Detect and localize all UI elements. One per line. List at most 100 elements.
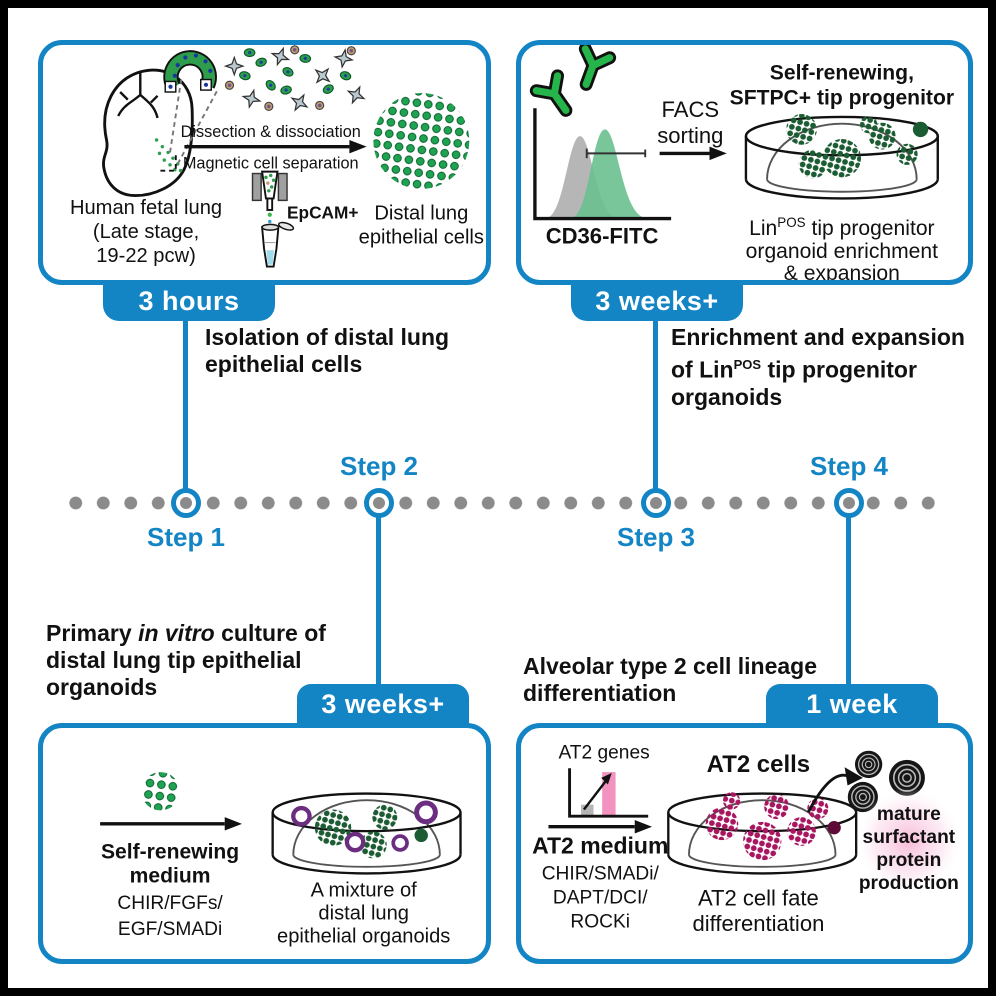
step-label-3: Step 3 [616,522,696,552]
at2-genes-chart [568,768,649,818]
at2-genes-label: AT2 genes [558,743,649,764]
organoid-icon [786,114,929,179]
svg-text:DAPT/DCI/: DAPT/DCI/ [553,887,648,908]
progenitor-title: Self-renewing, SFTPC+ tip progenitor [730,62,954,110]
pink-glow [855,787,963,895]
organoid-icon [314,804,428,859]
svg-text:SFTPC+ tip progenitor: SFTPC+ tip progenitor [730,86,954,109]
enrichment-caption: LinPOS tip progenitor organoid enrichmen… [746,215,938,280]
curved-arrow-icon [806,767,863,814]
at2-cells-label: AT2 cells [707,751,810,778]
dissociated-cells-icon [224,45,369,115]
heading-step2: Primary in vitro culture of distal lung … [46,620,326,700]
timeline-dot [843,497,855,509]
epithelial-tip-icon [163,50,217,93]
lung-tip-speckles [154,138,183,173]
result-caption: Distal lung epithelial cells [359,203,484,249]
at2-medium-label: AT2 medium CHIR/SMADi/ DAPT/DCI/ ROCKi [532,833,668,933]
svg-text:mature: mature [877,804,941,825]
svg-text:Human fetal lung: Human fetal lung [70,197,222,219]
svg-text:Self-renewing: Self-renewing [101,840,239,863]
connector-step1 [183,318,188,490]
svg-text:AT2 medium: AT2 medium [532,833,668,859]
heading-step1: Isolation of distal lung epithelial cell… [205,324,450,377]
timeline-dot [650,497,662,509]
facs-axis-label: CD36-FITC [546,224,659,249]
process-arrow-icon [548,820,653,834]
macs-column-icon [251,170,288,224]
heading-step3: Enrichment and expansion of LinPOS tip p… [671,324,965,410]
svg-text:ROCKi: ROCKi [570,911,630,932]
timeline-marker-step1 [171,488,201,518]
svg-text:EGF/SMADi: EGF/SMADi [118,919,222,940]
panel-enrichment: CD36-FITC FACS sorting Self-renewing, SF… [516,40,973,285]
panel-primary-culture: Self-renewing medium CHIR/FGFs/ EGF/SMAD… [38,723,491,964]
svg-text:CHIR/SMADi/: CHIR/SMADi/ [542,863,660,884]
cell-cluster-icon [141,772,180,811]
dish-icon [667,792,858,875]
process-arrow-icon [184,139,367,154]
dish-icon [271,792,462,875]
antibody-icon [574,49,610,89]
svg-text:(Late stage,: (Late stage, [93,221,199,243]
collection-tube-icon [261,221,295,268]
svg-text:production: production [859,873,959,894]
connector-step2 [376,514,381,686]
svg-text:medium: medium [130,864,211,887]
timeline-marker-step2 [364,488,394,518]
svg-text:differentiation: differentiation [692,911,824,936]
surfactant-label: mature surfactant protein production [859,804,959,894]
sorting-arrow-icon [659,146,727,161]
step-label-2: Step 2 [339,451,419,481]
connector-step4 [846,514,851,686]
svg-text:CHIR/FGFs/: CHIR/FGFs/ [117,893,223,914]
svg-text:LinPOS tip progenitor: LinPOS tip progenitor [749,215,934,240]
svg-text:19-22 pcw): 19-22 pcw) [96,245,196,267]
svg-text:protein: protein [876,850,941,871]
timeline-dot [180,497,192,509]
organoid-icon [705,792,841,861]
process-arrow-icon [100,817,242,831]
panel-isolation: Dissection & dissociation Magnetic cell … [38,40,491,285]
timeline-marker-step3 [641,488,671,518]
facs-sorting-label: FACS sorting [657,97,723,148]
heading-step4: Alveolar type 2 cell lineage differentia… [523,653,818,706]
step-label-1: Step 1 [146,522,226,552]
mixture-caption: A mixture of distal lung epithelial orga… [277,880,450,948]
magnify-dashes [169,77,219,165]
duration-badge-step1: 3 hours [103,281,275,321]
dish-icon [744,114,939,200]
timeline-dot [373,497,385,509]
duration-badge-step4: 1 week [766,684,938,725]
timeline-marker-step4 [834,488,864,518]
cell-cluster-icon [373,92,470,189]
svg-text:organoid enrichment: organoid enrichment [746,240,938,263]
medium-label: Self-renewing medium CHIR/FGFs/ EGF/SMAD… [101,840,239,940]
svg-text:& expansion: & expansion [784,262,900,280]
svg-text:A mixture of: A mixture of [311,880,418,902]
svg-text:epithelial organoids: epithelial organoids [277,926,450,948]
connector-step3 [653,318,658,490]
svg-text:AT2 cell fate: AT2 cell fate [698,885,819,910]
epcam-label: EpCAM+ [287,203,358,223]
timeline-dotted-line [62,496,944,510]
svg-text:sorting: sorting [657,123,723,148]
step-label-4: Step 4 [809,451,889,481]
svg-text:distal lung: distal lung [318,903,409,925]
dissection-label: Dissection & dissociation [181,123,361,141]
panel-at2-differentiation: AT2 genes AT2 medium CHIR/SMADi/ DAPT/DC… [516,723,973,964]
svg-text:Distal lung: Distal lung [374,203,468,225]
svg-text:Self-renewing,: Self-renewing, [770,62,914,85]
duration-badge-step3: 3 weeks+ [571,281,743,321]
purple-ring-organoid-icon [293,803,435,850]
svg-text:surfactant: surfactant [863,827,956,848]
fetal-lung-icon [102,68,194,198]
antibody-icon [536,76,576,118]
svg-text:epithelial cells: epithelial cells [359,227,484,249]
macs-label: Magnetic cell separation [183,155,359,173]
at2-fate-caption: AT2 cell fate differentiation [692,885,824,936]
svg-text:FACS: FACS [662,97,720,122]
duration-badge-step2: 3 weeks+ [297,684,469,725]
lung-caption: Human fetal lung (Late stage, 19-22 pcw) [70,197,222,267]
